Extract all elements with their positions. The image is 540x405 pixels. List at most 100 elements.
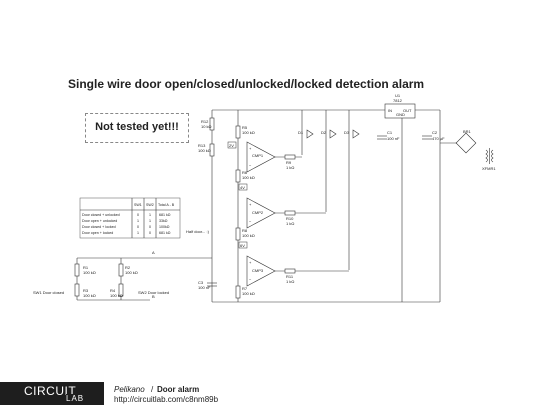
c1-value: 100 nF <box>387 136 400 141</box>
logo-circuit-text: CIRCUIT <box>24 384 77 398</box>
r13-value: 100 kΩ <box>198 148 211 153</box>
footer-author-link[interactable]: Pelikano <box>114 385 145 394</box>
r6-value: 100 kΩ <box>242 175 255 180</box>
r4-label: R4 <box>110 288 116 293</box>
br1-label: BR1 <box>463 129 472 134</box>
r3-value: 100 kΩ <box>83 293 96 298</box>
r7-resistor <box>235 285 241 299</box>
cmp3-plus: + <box>249 260 252 265</box>
r6-label: R6 <box>242 170 248 175</box>
table-row-3-label: Door closed + locked <box>82 225 116 229</box>
table-row-4-sw1: 1 <box>137 231 139 235</box>
r10-value: 1 kΩ <box>286 221 294 226</box>
footer-url-link[interactable]: http://circuitlab.com/c8nm89b <box>114 395 219 404</box>
d3-led <box>352 129 360 139</box>
cmp2-plus: + <box>249 202 252 207</box>
d2-led <box>329 129 337 139</box>
comparator-3 <box>246 255 276 287</box>
table-row-3-total: 100kΩ <box>159 225 170 229</box>
r11-value: 1 kΩ <box>286 279 294 284</box>
footer-separator: / <box>151 385 154 394</box>
transformer-coil-left <box>485 149 488 163</box>
xfmr-label: XFMR1 <box>482 166 496 171</box>
bridge-rectifier <box>455 132 477 154</box>
c3-label: C3 <box>198 280 204 285</box>
vref-tag-2v <box>227 141 237 149</box>
r6-resistor <box>235 169 241 183</box>
transformer-coil-right <box>491 149 494 163</box>
d3-label: D3 <box>344 130 350 135</box>
cmp1-minus: − <box>249 163 252 168</box>
r5-value: 100 kΩ <box>242 130 255 135</box>
table-row-3-sw2: 0 <box>149 225 151 229</box>
cmp1-label: CMP1 <box>252 153 264 158</box>
vref-tag-6v <box>238 241 248 249</box>
comparator-1 <box>246 141 276 173</box>
r2-value: 100 kΩ <box>125 270 138 275</box>
r9-resistor <box>284 154 296 160</box>
r1-label: R1 <box>83 265 89 270</box>
table-row-2-label: Door open + unlocked <box>82 219 117 223</box>
table-row-2-total: 33kΩ <box>159 219 168 223</box>
r8-value: 100 kΩ <box>242 233 255 238</box>
note-text: Not tested yet!!! <box>95 121 179 133</box>
c2-label: C2 <box>432 130 438 135</box>
r1-resistor <box>74 263 80 277</box>
table-row-4-total: 681 kΩ <box>159 231 171 235</box>
footer <box>0 382 540 405</box>
table-row-1-sw1: 0 <box>137 213 139 217</box>
table-row-3-sw1: 0 <box>137 225 139 229</box>
table-header-total: Total A - B <box>158 203 175 207</box>
d1-label: D1 <box>298 130 304 135</box>
u1-pin-in: IN <box>388 108 392 113</box>
r5-resistor <box>235 125 241 139</box>
r13-label: R13 <box>198 143 206 148</box>
table-header-sw2: SW2 <box>146 203 154 207</box>
cmp3-minus: − <box>249 277 252 282</box>
u1-pin-gnd: GND <box>396 112 405 117</box>
vref-6v: 6V <box>240 243 245 248</box>
r3-label: R3 <box>83 288 89 293</box>
sw2-label: SW2 Door locked <box>138 290 169 295</box>
c3-value: 100 nF <box>198 285 211 290</box>
r13-resistor <box>209 143 215 157</box>
u1-part: 7812 <box>393 98 403 103</box>
r12-label: R12 <box>201 119 209 124</box>
r5-label: R5 <box>242 125 248 130</box>
r7-label: R7 <box>242 286 248 291</box>
r8-label: R8 <box>242 228 248 233</box>
table-row-1-label: Door closed + unlocked <box>82 213 120 217</box>
r10-resistor <box>284 210 296 216</box>
r8-resistor <box>235 227 241 241</box>
r2-label: R2 <box>125 265 131 270</box>
truth-table: SW1 SW2 Total A - B Door closed + unlock… <box>79 197 181 239</box>
circuitlab-logo[interactable]: CIRCUIT LAB <box>0 382 104 405</box>
logo-lab-text: LAB <box>66 394 85 403</box>
note-box: Not tested yet!!! <box>85 113 189 143</box>
c1-label: C1 <box>387 130 393 135</box>
r9-value: 1 kΩ <box>286 165 294 170</box>
cmp3-label: CMP3 <box>252 268 264 273</box>
footer-project-name: Door alarm <box>157 385 200 394</box>
c2-value: 470 µF <box>432 136 445 141</box>
r4-resistor <box>118 283 124 297</box>
d1-led <box>306 129 314 139</box>
r10-label: R10 <box>286 216 294 221</box>
r12-value: 10 kΩ <box>201 124 212 129</box>
table-row-1-total: 681 kΩ <box>159 213 171 217</box>
d2-label: D2 <box>321 130 327 135</box>
vref-2v: 2V <box>229 143 234 148</box>
table-row-2-sw2: 1 <box>149 219 151 223</box>
table-row-2-sw1: 1 <box>137 219 139 223</box>
cmp2-minus: − <box>249 219 252 224</box>
r11-resistor <box>284 268 296 274</box>
table-row-1-sw2: 1 <box>149 213 151 217</box>
comparator-2 <box>246 197 276 229</box>
u1-regulator <box>384 103 416 119</box>
vref-4v: 4V <box>240 185 245 190</box>
r2-resistor <box>118 263 124 277</box>
r12-resistor <box>209 117 215 131</box>
vref-tag-4v <box>238 183 248 191</box>
table-row-4-sw2: 0 <box>149 231 151 235</box>
node-a-label: A <box>152 250 155 255</box>
